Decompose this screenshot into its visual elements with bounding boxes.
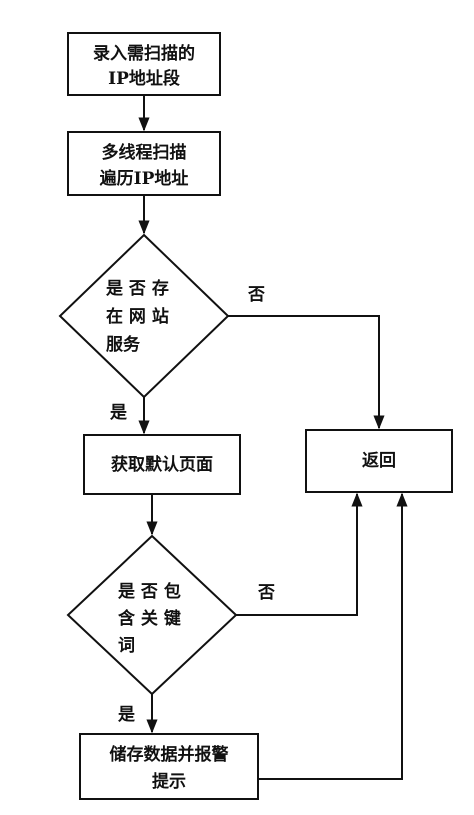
node-scan-line-1: 多线程扫描: [102, 142, 187, 163]
decision-has-web-service-line-2: 在 网 站: [106, 306, 169, 327]
node-get-default-page: 获取默认页面: [83, 434, 241, 495]
decision-has-web-service: 是 否 存 在 网 站 服务: [58, 233, 230, 399]
edge-label-web-yes: 是: [110, 403, 127, 423]
edge-label-keyword-no: 否: [257, 583, 275, 603]
arrow-keyword-no-to-return: [236, 492, 363, 616]
node-get-default-page-label: 获取默认页面: [111, 454, 213, 475]
decision-has-keyword: 是 否 包 含 关 键 词: [66, 534, 238, 696]
arrow-store-to-return: [258, 492, 408, 780]
node-store-and-alarm-line-2: 提示: [152, 772, 186, 792]
node-input-range-line-1: 录入需扫描的: [93, 43, 195, 64]
decision-has-keyword-line-2: 含 关 键: [118, 608, 181, 629]
decision-has-keyword-line-3: 词: [118, 636, 135, 656]
node-store-and-alarm-line-1: 储存数据并报警: [110, 744, 229, 765]
node-return-label: 返回: [362, 451, 396, 471]
edge-label-keyword-yes: 是: [118, 705, 135, 725]
node-input-range-line-2: IP地址段: [108, 68, 180, 89]
edge-label-web-no: 否: [247, 285, 265, 305]
decision-has-web-service-line-3: 服务: [106, 334, 141, 355]
node-input-range: 录入需扫描的 IP地址段: [67, 32, 221, 96]
decision-has-keyword-line-1: 是 否 包: [118, 581, 181, 602]
node-scan: 多线程扫描 遍历IP地址: [67, 131, 221, 196]
decision-has-web-service-line-1: 是 否 存: [106, 278, 169, 299]
node-store-and-alarm: 储存数据并报警 提示: [79, 733, 259, 800]
node-scan-line-2: 遍历IP地址: [99, 168, 189, 189]
arrow-web-no-to-return: [228, 315, 385, 430]
node-return: 返回: [305, 429, 453, 493]
